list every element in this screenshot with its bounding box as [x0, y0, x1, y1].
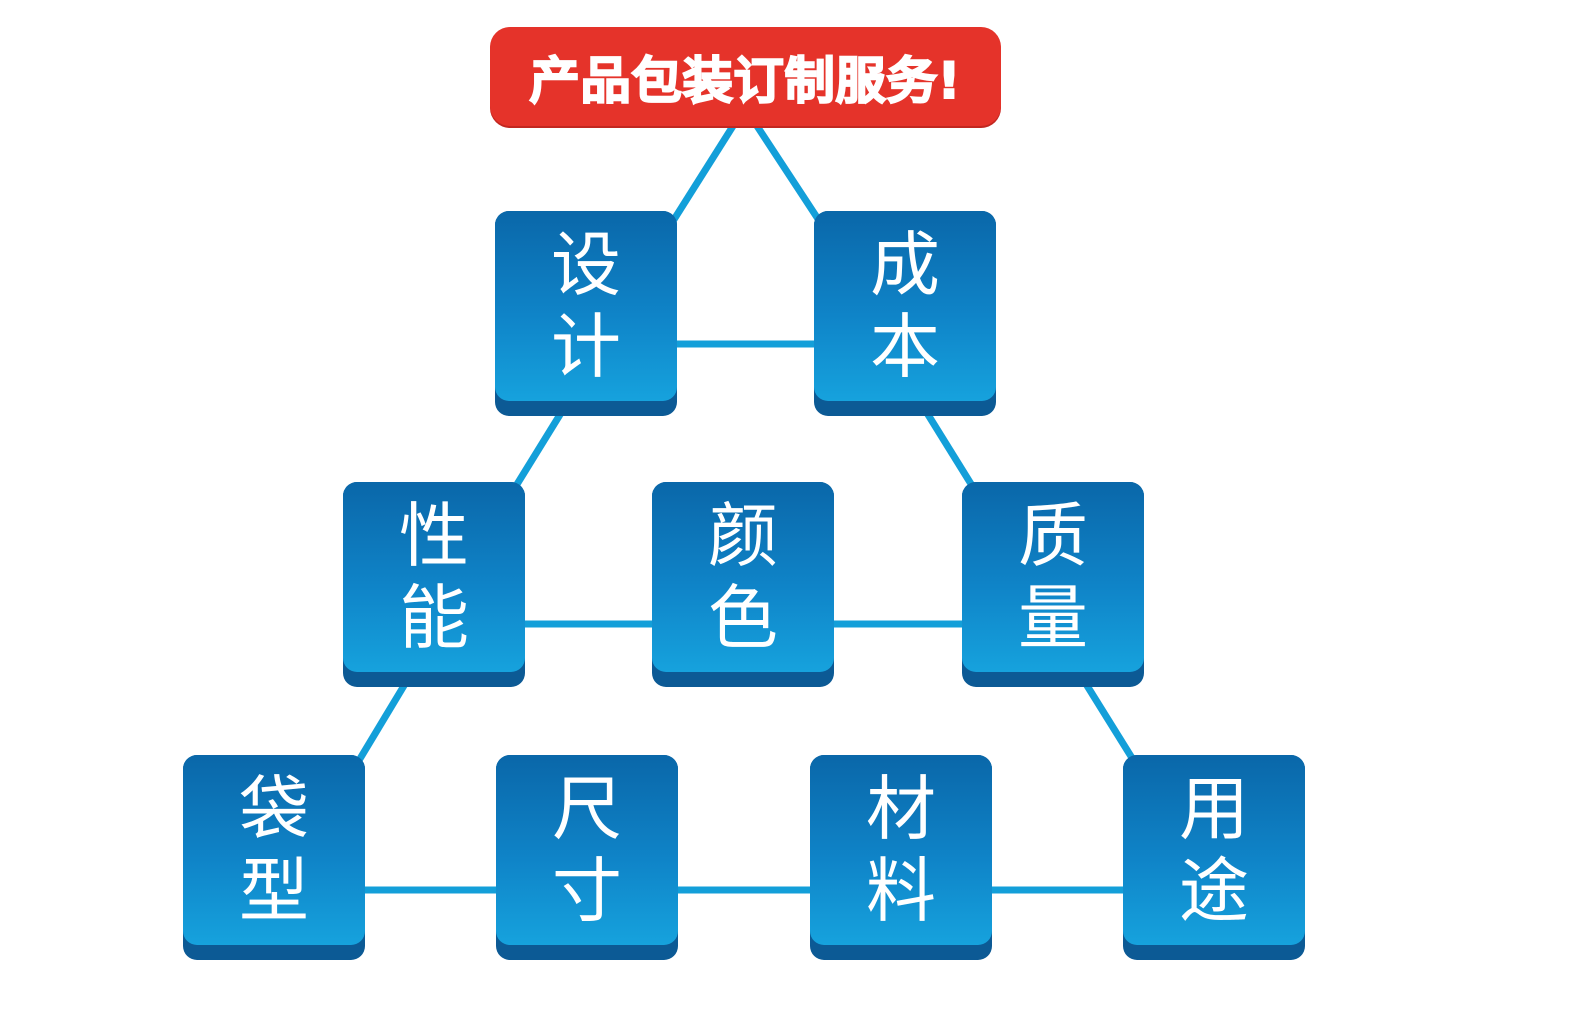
- node-design: 设 计: [495, 211, 677, 416]
- node-label-char-1: 袋: [239, 768, 309, 850]
- node-label-char-1: 性: [399, 495, 469, 577]
- node-face: 性 能: [343, 482, 525, 672]
- node-label-char-1: 质: [1018, 495, 1088, 577]
- connector-cost-quality: [924, 411, 979, 494]
- node-label-char-1: 颜: [708, 495, 778, 577]
- node-label-char-1: 成: [870, 224, 940, 306]
- node-label-char-2: 寸: [552, 850, 622, 932]
- connector-quality-usage: [1083, 682, 1140, 768]
- node-color: 颜 色: [652, 482, 834, 687]
- node-label-char-1: 设: [551, 224, 621, 306]
- connector-banner-cost: [754, 124, 823, 224]
- node-quality: 质 量: [962, 482, 1144, 687]
- node-face: 质 量: [962, 482, 1144, 672]
- connector-banner-design: [665, 124, 736, 231]
- node-face: 颜 色: [652, 482, 834, 672]
- node-face: 袋 型: [183, 755, 365, 945]
- title-banner: 产品包装订制服务!: [490, 27, 1001, 126]
- node-cost: 成 本: [814, 211, 996, 416]
- node-label-char-2: 色: [708, 577, 778, 659]
- node-bag-type: 袋 型: [183, 755, 365, 960]
- node-label-char-2: 本: [870, 306, 940, 388]
- node-label-char-2: 能: [399, 577, 469, 659]
- banner-title: 产品包装订制服务!: [529, 51, 962, 111]
- node-face: 用 途: [1123, 755, 1305, 945]
- node-label-char-2: 料: [866, 850, 936, 932]
- node-label-char-1: 用: [1179, 768, 1249, 850]
- connector-design-perf: [508, 411, 564, 496]
- node-label-char-2: 型: [239, 850, 309, 932]
- node-performance: 性 能: [343, 482, 525, 687]
- node-face: 设 计: [495, 211, 677, 401]
- node-label-char-1: 材: [866, 768, 936, 850]
- node-face: 材 料: [810, 755, 992, 945]
- node-label-char-2: 量: [1018, 577, 1088, 659]
- node-material: 材 料: [810, 755, 992, 960]
- connector-perf-bagtype: [352, 682, 408, 769]
- node-label-char-2: 途: [1179, 850, 1249, 932]
- node-usage: 用 途: [1123, 755, 1305, 960]
- node-face: 尺 寸: [496, 755, 678, 945]
- node-face: 成 本: [814, 211, 996, 401]
- node-label-char-1: 尺: [552, 768, 622, 850]
- node-size: 尺 寸: [496, 755, 678, 960]
- node-label-char-2: 计: [551, 306, 621, 388]
